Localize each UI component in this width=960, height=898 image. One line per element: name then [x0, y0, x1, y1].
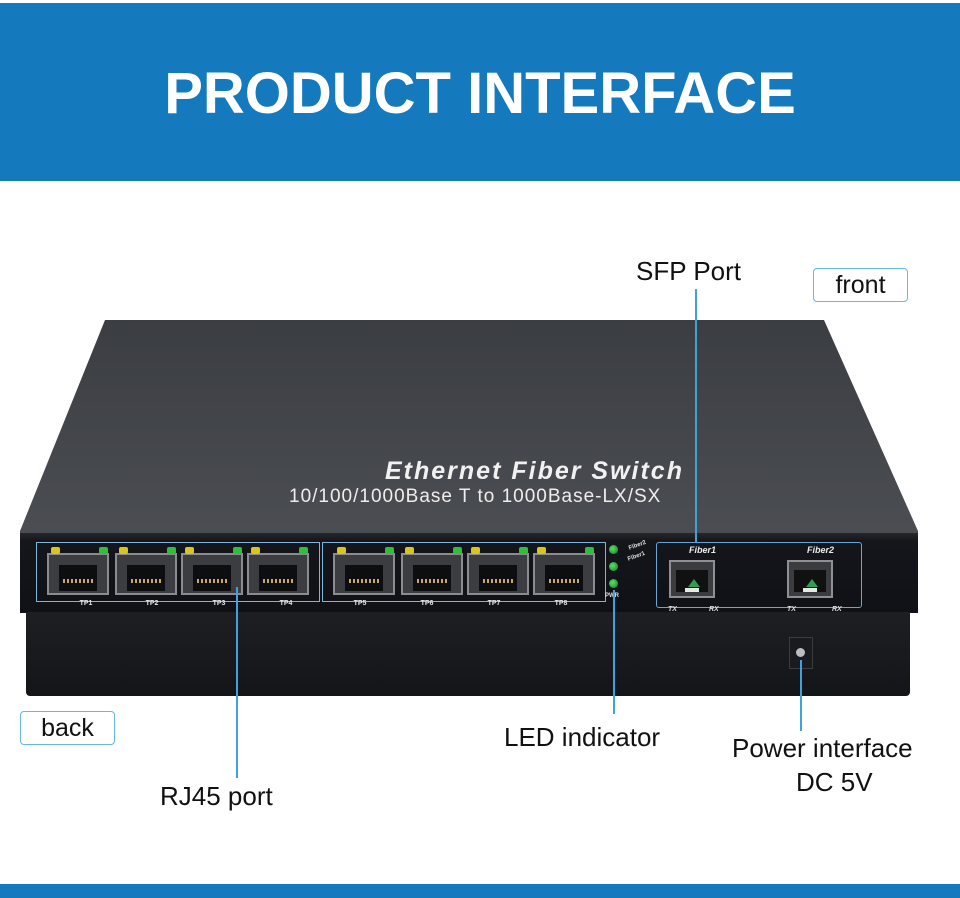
rj45-port-8[interactable]: [533, 547, 595, 595]
header-banner: PRODUCT INTERFACE: [0, 3, 960, 181]
front-tag: front: [813, 268, 908, 302]
led-green: [453, 547, 462, 554]
led-green: [585, 547, 594, 554]
power-interface-callout: Power interface: [732, 733, 913, 763]
port-label: TP8: [554, 600, 568, 607]
led-yellow: [185, 547, 194, 554]
led-green: [519, 547, 528, 554]
rj45-port-4[interactable]: [247, 547, 309, 595]
led-yellow: [251, 547, 260, 554]
led-callout-line: [613, 590, 615, 714]
sfp2-tx-label: TX: [787, 606, 796, 613]
power-status-led: [609, 579, 618, 588]
led-yellow: [537, 547, 546, 554]
device-base: [26, 612, 910, 696]
port-label: TP5: [353, 600, 367, 607]
led-yellow: [471, 547, 480, 554]
power-voltage-callout: DC 5V: [796, 767, 873, 797]
led-green: [233, 547, 242, 554]
sfp-port-group: Fiber1 Fiber2: [656, 542, 862, 608]
port-label: TP3: [212, 600, 226, 607]
led-yellow: [51, 547, 60, 554]
rj45-port-7[interactable]: [467, 547, 529, 595]
port-label: TP1: [79, 600, 93, 607]
fiber2-status-led: [609, 545, 618, 554]
back-tag: back: [20, 711, 115, 745]
led-yellow: [119, 547, 128, 554]
device-subtitle: 10/100/1000Base T to 1000Base-LX/SX: [289, 486, 662, 507]
rj45-port-6[interactable]: [401, 547, 463, 595]
port-label: TP6: [420, 600, 434, 607]
power-led-label: PWR: [605, 593, 619, 599]
sfp1-rx-label: RX: [709, 606, 719, 613]
sfp-port-2[interactable]: [787, 560, 833, 598]
sfp2-rx-label: RX: [832, 606, 842, 613]
sfp-label-fiber1: Fiber1: [689, 545, 717, 555]
rj45-callout-line: [236, 587, 238, 778]
rj45-group-2: [322, 542, 606, 602]
led-indicator-callout: LED indicator: [504, 722, 661, 752]
device-title: Ethernet Fiber Switch: [385, 457, 684, 485]
sfp-port-1[interactable]: [669, 560, 715, 598]
led-green: [167, 547, 176, 554]
rj45-port-2[interactable]: [115, 547, 177, 595]
rj45-group-1: [36, 542, 320, 602]
led-yellow: [337, 547, 346, 554]
sfp-port-callout: SFP Port: [636, 256, 742, 286]
rj45-port-3[interactable]: [181, 547, 243, 595]
fiber1-status-led: [609, 562, 618, 571]
led-green: [299, 547, 308, 554]
led-yellow: [405, 547, 414, 554]
port-label: TP4: [279, 600, 293, 607]
port-label: TP2: [145, 600, 159, 607]
sfp-callout-line: [695, 289, 697, 543]
power-callout-line: [800, 660, 802, 731]
sfp1-tx-label: TX: [668, 606, 677, 613]
rj45-port-1[interactable]: [47, 547, 109, 595]
led-green: [99, 547, 108, 554]
led-green: [385, 547, 394, 554]
footer-band: [0, 884, 960, 898]
page-title: PRODUCT INTERFACE: [164, 60, 796, 126]
sfp-label-fiber2: Fiber2: [807, 545, 835, 555]
rj45-port-callout: RJ45 port: [160, 781, 273, 811]
port-label: TP7: [487, 600, 501, 607]
rj45-port-5[interactable]: [333, 547, 395, 595]
